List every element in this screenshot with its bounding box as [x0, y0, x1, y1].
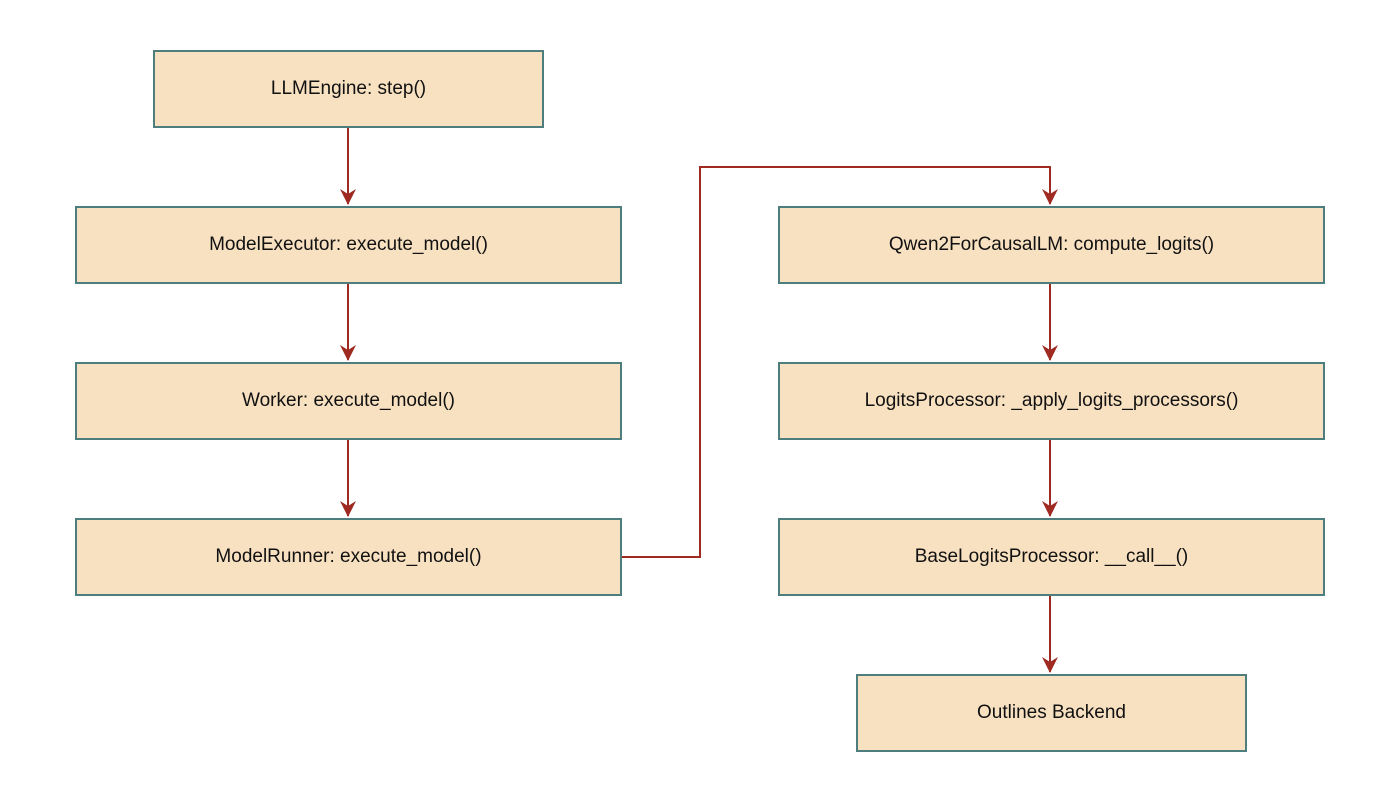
- edge-model-runner-to-qwen2: [622, 166, 1058, 558]
- node-label: Outlines Backend: [977, 702, 1126, 723]
- node-model-runner: ModelRunner: execute_model(): [75, 518, 622, 596]
- node-label: LLMEngine: step(): [270, 78, 427, 99]
- node-label: Qwen2ForCausalLM: compute_logits(): [888, 234, 1215, 255]
- node-worker: Worker: execute_model(): [75, 362, 622, 440]
- node-model-executor: ModelExecutor: execute_model(): [75, 206, 622, 284]
- node-label: ModelRunner: execute_model(): [215, 546, 482, 567]
- node-base-logits-processor: BaseLogitsProcessor: __call__(): [778, 518, 1325, 596]
- node-label: LogitsProcessor: _apply_logits_processor…: [864, 390, 1239, 411]
- node-llm-engine: LLMEngine: step(): [153, 50, 544, 128]
- node-qwen2-for-causal-lm: Qwen2ForCausalLM: compute_logits(): [778, 206, 1325, 284]
- node-logits-processor: LogitsProcessor: _apply_logits_processor…: [778, 362, 1325, 440]
- node-outlines-backend: Outlines Backend: [856, 674, 1247, 752]
- node-label: Worker: execute_model(): [242, 390, 455, 411]
- node-label: ModelExecutor: execute_model(): [209, 234, 488, 255]
- node-label: BaseLogitsProcessor: __call__(): [914, 546, 1189, 567]
